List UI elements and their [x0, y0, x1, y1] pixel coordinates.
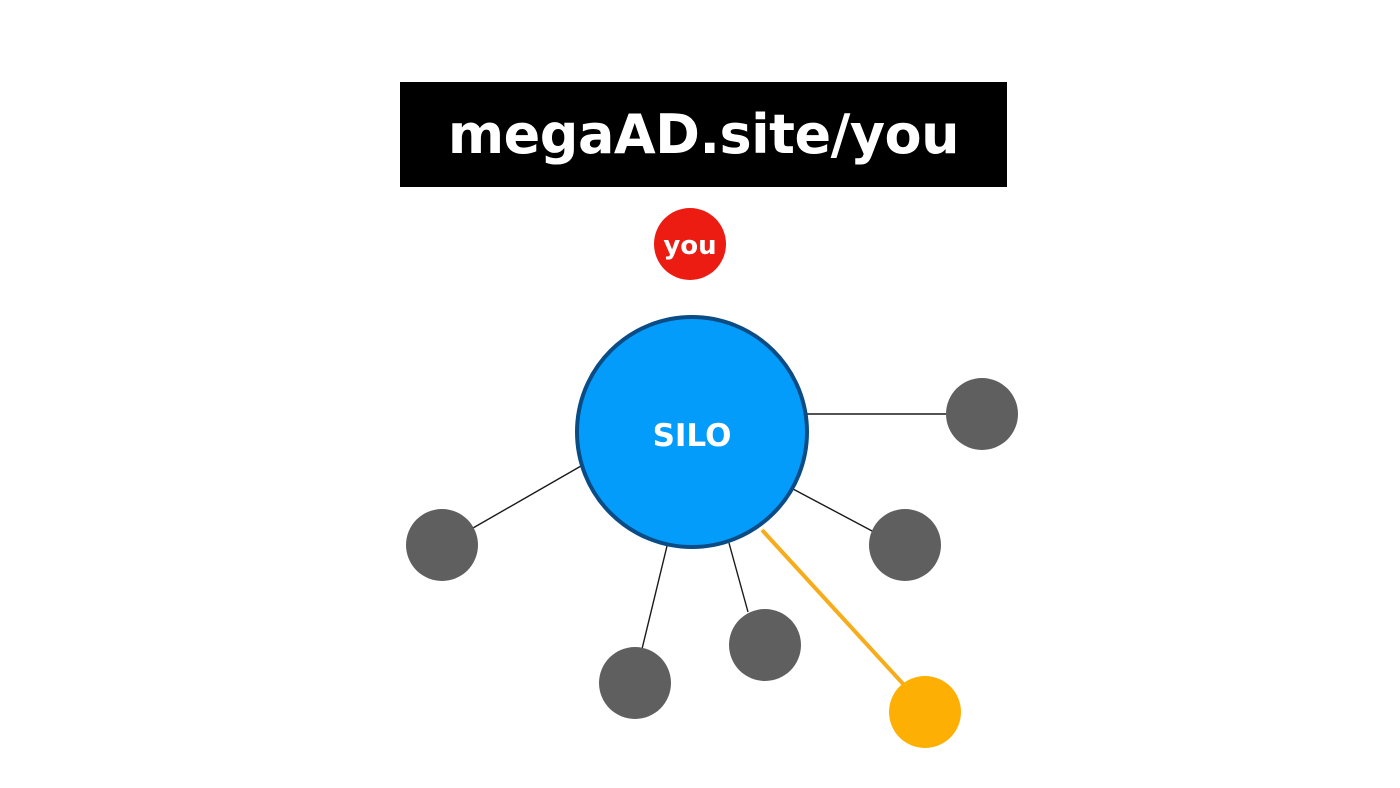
silo-hub-node [575, 315, 809, 549]
satellite-node-right [946, 378, 1018, 450]
you-node-label: you [663, 231, 716, 261]
satellite-node-bottom-middle [729, 609, 801, 681]
highlight-node [889, 676, 961, 748]
silo-hub-label: SILO [653, 418, 732, 454]
you-node [654, 208, 726, 280]
url-banner-text: megaAD.site/you [447, 102, 960, 166]
url-banner: megaAD.site/you [400, 82, 1007, 187]
link-hub-left [472, 465, 582, 529]
link-hub-lower-right [792, 488, 875, 533]
link-hub-bottom-middle [728, 542, 749, 613]
link-hub-bottom-left [641, 545, 668, 650]
link-highlight [760, 528, 907, 688]
satellite-node-left [406, 509, 478, 581]
satellite-node-lower-right [869, 509, 941, 581]
satellite-node-bottom-left [599, 647, 671, 719]
